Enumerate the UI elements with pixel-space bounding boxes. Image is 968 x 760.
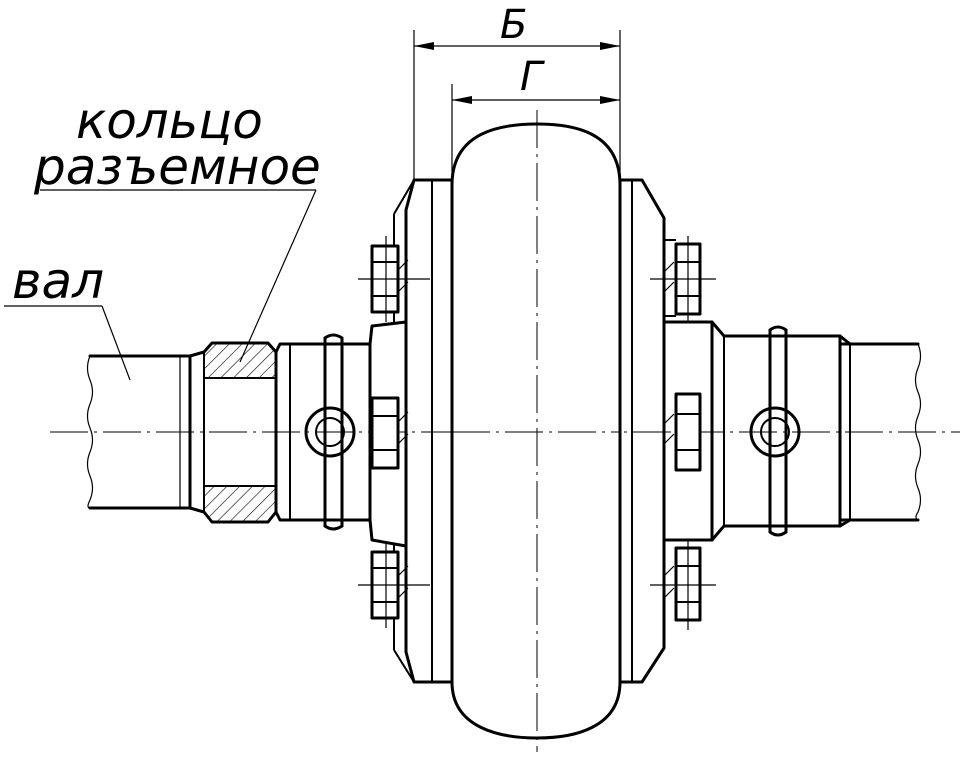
split-ring — [188, 341, 278, 524]
right-bolts — [650, 236, 716, 630]
bolt-left-bottom — [358, 542, 430, 628]
bolt-left-mid — [370, 396, 409, 470]
dimension-g-label: Г — [520, 54, 545, 100]
left-bolts — [358, 236, 430, 628]
rubber-tyre — [450, 110, 622, 752]
dimension-b: Б — [413, 2, 621, 180]
bolt-left-top — [358, 236, 430, 322]
bolt-right-mid — [663, 392, 702, 472]
shaft-label: вал — [12, 252, 104, 310]
bolt-right-bottom — [650, 540, 716, 630]
left-flange — [393, 178, 454, 684]
dimension-g: Г — [451, 54, 620, 185]
bolt-right-top — [650, 236, 716, 322]
callout-split-ring: кольцо разъемное — [33, 92, 321, 363]
dimension-b-label: Б — [500, 2, 527, 48]
split-ring-label-line2: разъемное — [33, 138, 321, 196]
callout-shaft: вал — [4, 252, 131, 381]
right-shaft — [838, 334, 922, 528]
split-ring-label-line1: кольцо — [76, 92, 263, 150]
right-hub — [710, 320, 842, 542]
